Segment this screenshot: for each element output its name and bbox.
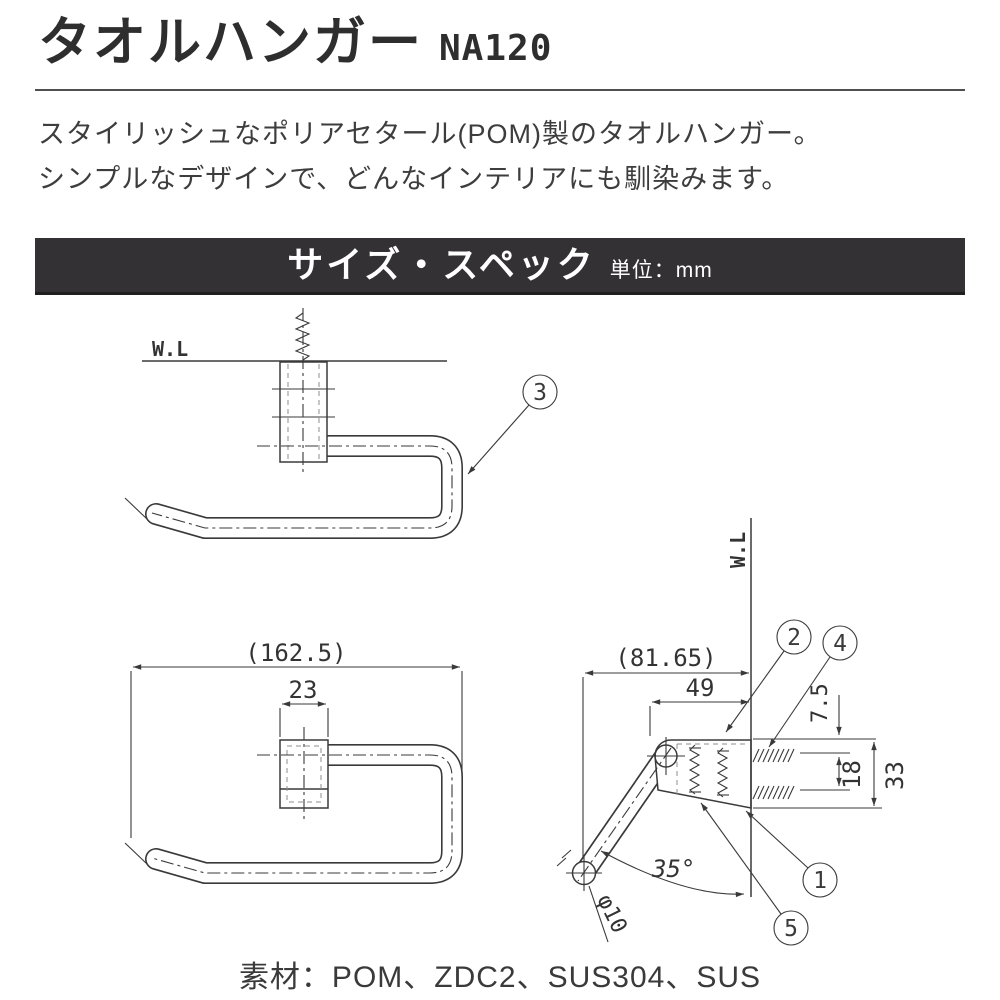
section-screw-1 bbox=[688, 744, 701, 795]
section-screw-pitch-dim-label: 18 bbox=[838, 760, 866, 789]
callout-5-label: 5 bbox=[784, 916, 798, 942]
section-angle-arc bbox=[600, 850, 745, 898]
section-wall-screw-hatch-top bbox=[752, 748, 795, 763]
front-view-bar-centerline bbox=[151, 754, 453, 874]
side-view-drawing: W.L 3 bbox=[124, 308, 558, 539]
callout-3-leader bbox=[467, 404, 530, 475]
section-diameter-label: φ10 bbox=[592, 891, 632, 938]
materials-note: 素材：POM、ZDC2、SUS304、SUS bbox=[238, 961, 762, 994]
section-height-dim-label: 33 bbox=[881, 761, 909, 790]
section-arm-centerline bbox=[577, 747, 672, 882]
callout-4-label: 4 bbox=[833, 631, 847, 657]
description-line-1: スタイリッシュなポリアセタール(POM)製のタオルハンガー。 bbox=[38, 119, 822, 149]
callout-1-leader bbox=[745, 810, 809, 869]
callout-2-leader bbox=[725, 650, 785, 733]
side-view-bar-centerline bbox=[151, 445, 453, 529]
product-title: タオルハンガー bbox=[38, 13, 423, 72]
front-view-drawing: (162.5) 23 bbox=[124, 639, 463, 884]
callout-3 bbox=[522, 374, 558, 410]
section-bar-depth-dim-label: 49 bbox=[686, 674, 715, 702]
spec-banner: サイズ・スペック 単位：mm bbox=[35, 238, 965, 295]
section-bracket-body bbox=[654, 739, 752, 809]
front-view-bracket-dim-label: 23 bbox=[289, 676, 318, 704]
callout-5-leader bbox=[700, 802, 782, 915]
section-angle-label: 35° bbox=[651, 855, 695, 883]
front-view-bar-cut-mark bbox=[124, 842, 148, 865]
title-divider bbox=[35, 89, 965, 91]
section-screw-2 bbox=[716, 747, 729, 798]
section-view-drawing: W.L (81.65) 49 7.5 18 33 35° bbox=[556, 518, 909, 946]
section-wall-screw-hatch-bottom bbox=[752, 785, 795, 800]
callout-3-label: 3 bbox=[533, 380, 547, 406]
callout-4 bbox=[822, 625, 858, 661]
product-description: スタイリッシュなポリアセタール(POM)製のタオルハンガー。 シンプルなデザイン… bbox=[38, 112, 965, 202]
callout-2 bbox=[776, 619, 812, 655]
section-diameter-leader bbox=[588, 885, 609, 943]
callout-1 bbox=[802, 862, 838, 898]
front-view-overall-dim-label: (162.5) bbox=[245, 639, 346, 667]
callout-5 bbox=[773, 910, 809, 946]
callout-2-label: 2 bbox=[787, 625, 801, 651]
section-wall-line-label: W.L bbox=[726, 532, 750, 568]
product-model: NA120 bbox=[439, 28, 553, 69]
description-line-2: シンプルなデザインで、どんなインテリアにも馴染みます。 bbox=[38, 164, 790, 194]
spec-banner-title: サイズ・スペック bbox=[287, 244, 596, 285]
side-view-bar-cut-mark bbox=[124, 497, 148, 520]
technical-drawing-canvas: W.L 3 (162. bbox=[124, 308, 909, 946]
callout-4-leader bbox=[768, 656, 831, 748]
callout-1-label: 1 bbox=[813, 868, 827, 894]
side-view-wall-line-label: W.L bbox=[152, 337, 188, 361]
page-header: タオルハンガー NA120 bbox=[38, 13, 965, 72]
section-screw-offset-dim-label: 7.5 bbox=[808, 683, 833, 723]
section-overall-dim-label: (81.65) bbox=[615, 644, 716, 672]
spec-banner-unit: 単位：mm bbox=[609, 259, 713, 282]
